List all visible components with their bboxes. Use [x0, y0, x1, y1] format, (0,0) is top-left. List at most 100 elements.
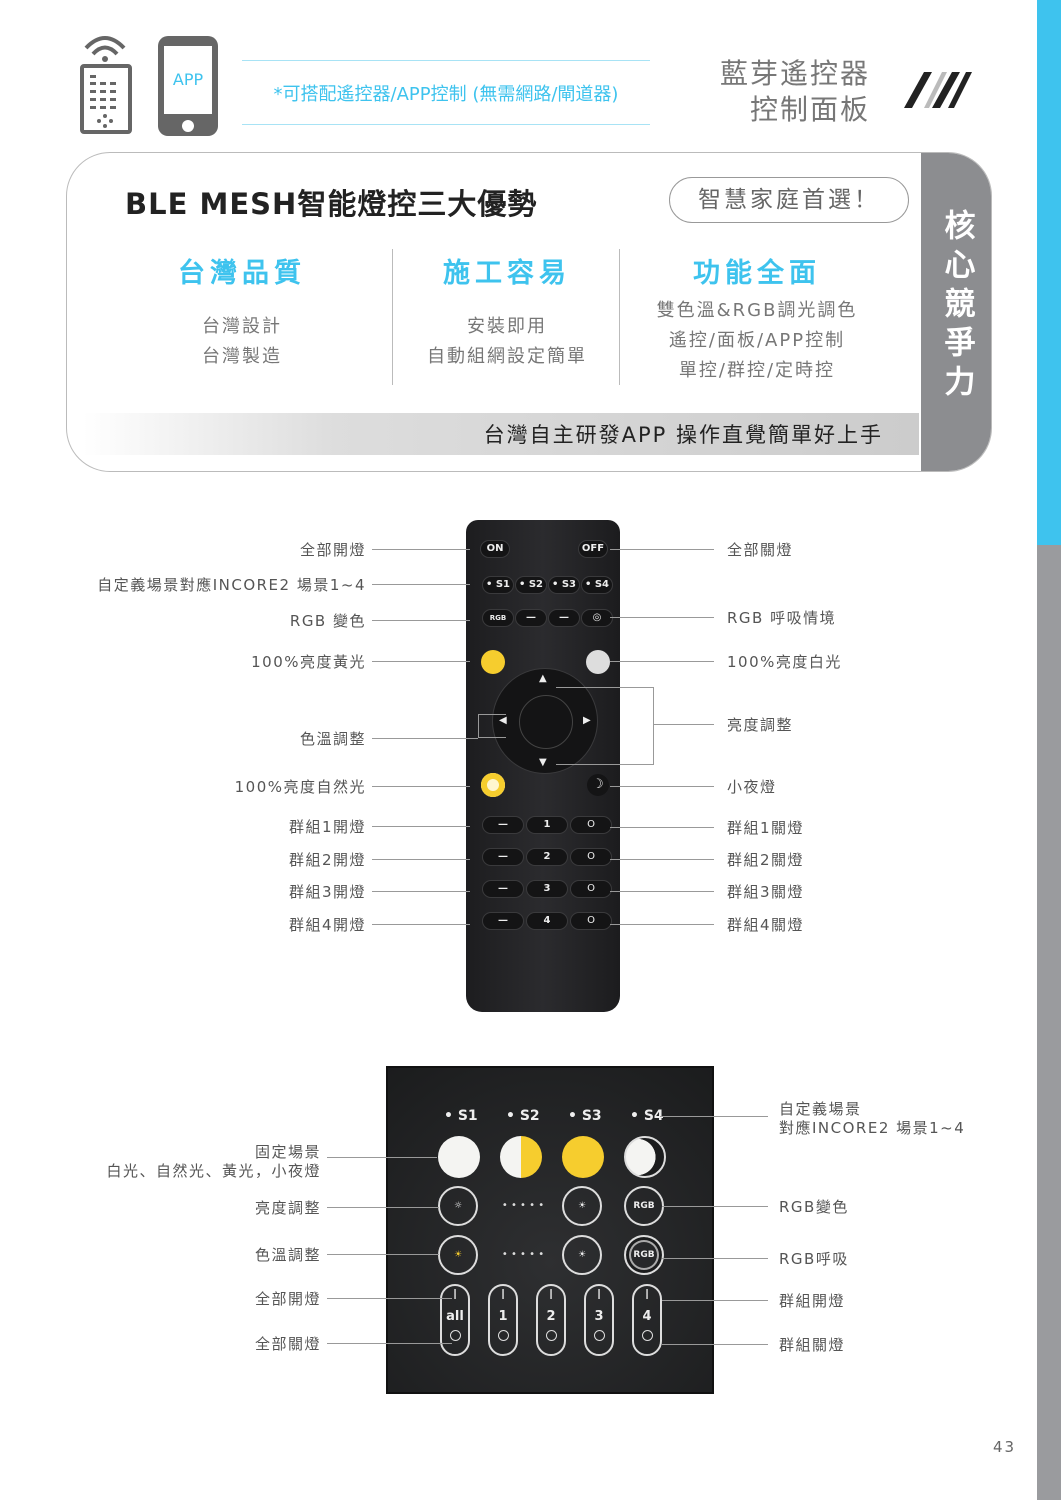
advantage-column: 施工容易安裝即用自動組網設定簡單 [397, 251, 617, 372]
cool-temp-icon: ☀ [562, 1235, 602, 1275]
leader-line [327, 1298, 452, 1299]
white-scene-button [438, 1136, 480, 1178]
night-scene-button [624, 1136, 666, 1178]
remote-right-label: 全部關燈 [727, 541, 794, 559]
dpad: ▲▼ ◀▶ [492, 668, 598, 774]
remote-left-label: 色溫調整 [299, 730, 366, 748]
on-symbol: I [549, 1288, 553, 1303]
off-button: OFF [578, 540, 608, 558]
on-symbol: I [501, 1288, 505, 1303]
remote-left-label: 自定義場景對應INCORE2 場景1~4 [97, 576, 366, 594]
brand-logo-icon [904, 72, 972, 108]
page-number: 43 [993, 1438, 1017, 1456]
leader-line [372, 738, 478, 739]
group-off-button: O [570, 816, 612, 834]
scene-label: • S4 [630, 1108, 664, 1124]
panel-left-label: 全部開燈 [254, 1290, 321, 1308]
panel-left-label: 亮度調整 [254, 1199, 321, 1217]
remote-right-label: RGB 呼吸情境 [727, 609, 837, 627]
leader-line [610, 661, 714, 662]
leader-line [327, 1157, 437, 1158]
badge: 智慧家庭首選！ [669, 177, 909, 223]
group-on-button: — [482, 848, 524, 866]
rgb-breath-button: RGB [624, 1235, 664, 1275]
leader-line [372, 549, 470, 550]
off-symbol [497, 1330, 509, 1341]
yellow-scene-button [562, 1136, 604, 1178]
remote-right-label: 群組2關燈 [727, 851, 805, 869]
leader-line [610, 786, 714, 787]
off-symbol [641, 1330, 653, 1341]
arrow-down-icon: ▼ [539, 757, 547, 768]
leader-line [327, 1254, 439, 1255]
title-line-1: 藍芽遙控器 [719, 57, 870, 90]
dash-button: — [548, 609, 580, 627]
remote-left-label: 群組1開燈 [288, 818, 366, 836]
group-number-button: 3 [526, 880, 568, 898]
leader-line [610, 859, 714, 860]
remote-right-label: 群組3關燈 [727, 883, 805, 901]
panel-left-label: 固定場景 [254, 1143, 321, 1161]
on-button: ON [480, 540, 510, 558]
group-label: 1 [498, 1309, 508, 1324]
group-label: 3 [594, 1309, 604, 1324]
leader-line [372, 859, 470, 860]
scene-label: • S1 [444, 1108, 478, 1124]
page-title: 藍芽遙控器控制面板 [700, 56, 870, 128]
divider [242, 60, 650, 61]
phone-app-label: APP [164, 46, 212, 114]
on-symbol: I [645, 1288, 649, 1303]
leader-line [372, 826, 470, 827]
brightness-up-icon: ☀ [562, 1186, 602, 1226]
leader-line [610, 891, 714, 892]
divider [242, 124, 650, 125]
panel-right-label: RGB呼吸 [779, 1250, 849, 1268]
side-label-panel: 核心競爭力 [921, 153, 991, 471]
natural-light-button [481, 773, 505, 797]
leader-line [610, 617, 714, 618]
leader-line [660, 1116, 768, 1117]
remote-left-label: 群組4開燈 [288, 916, 366, 934]
scene-s2-button: • S2 [515, 576, 547, 594]
remote-left-label: 全部開燈 [299, 541, 366, 559]
divider [619, 249, 620, 385]
group-off-button: O [570, 880, 612, 898]
rgb-breath-button: ◎ [581, 609, 613, 627]
leader-line [610, 549, 714, 550]
panel-left-label: 全部關燈 [254, 1335, 321, 1353]
remote-left-label: 群組2開燈 [288, 851, 366, 869]
column-heading: 台灣品質 [178, 258, 306, 289]
temp-dots: • • • • • [501, 1249, 545, 1260]
natural-scene-button [500, 1136, 542, 1178]
remote-right-label: 100%亮度白光 [727, 653, 842, 671]
leader-line [372, 661, 470, 662]
off-symbol [545, 1330, 557, 1341]
group-label: 4 [642, 1309, 652, 1324]
remote-left-label: 100%亮度黃光 [251, 653, 366, 671]
panel-right-label: 群組關燈 [779, 1336, 846, 1354]
leader-line [372, 584, 470, 585]
advantages-title: BLE MESH智能燈控三大優勢 [125, 187, 538, 221]
arrow-right-icon: ▶ [583, 715, 591, 726]
group-off-button: O [570, 912, 612, 930]
side-stripe-gray [1037, 545, 1061, 1500]
app-banner: 台灣自主研發APP 操作直覺簡單好上手 [83, 413, 919, 455]
rgb-button: RGB [482, 609, 514, 627]
dash-button: — [515, 609, 547, 627]
column-heading: 功能全面 [693, 258, 821, 289]
leader-line [610, 827, 714, 828]
group-number-button: 2 [526, 848, 568, 866]
panel-left-label: 色溫調整 [254, 1246, 321, 1264]
moon-icon: ☽ [587, 774, 609, 796]
arrow-up-icon: ▲ [539, 673, 547, 684]
panel-left-label: 白光、自然光、黃光，小夜燈 [106, 1162, 321, 1180]
scene-s4-button: • S4 [581, 576, 613, 594]
advantages-box: BLE MESH智能燈控三大優勢 智慧家庭首選！ 台灣品質台灣設計台灣製造 施工… [66, 152, 992, 472]
leader-line [327, 1207, 439, 1208]
group-off-button: O [570, 848, 612, 866]
brightness-down-icon: ☼ [438, 1186, 478, 1226]
group-label: all [446, 1309, 464, 1324]
